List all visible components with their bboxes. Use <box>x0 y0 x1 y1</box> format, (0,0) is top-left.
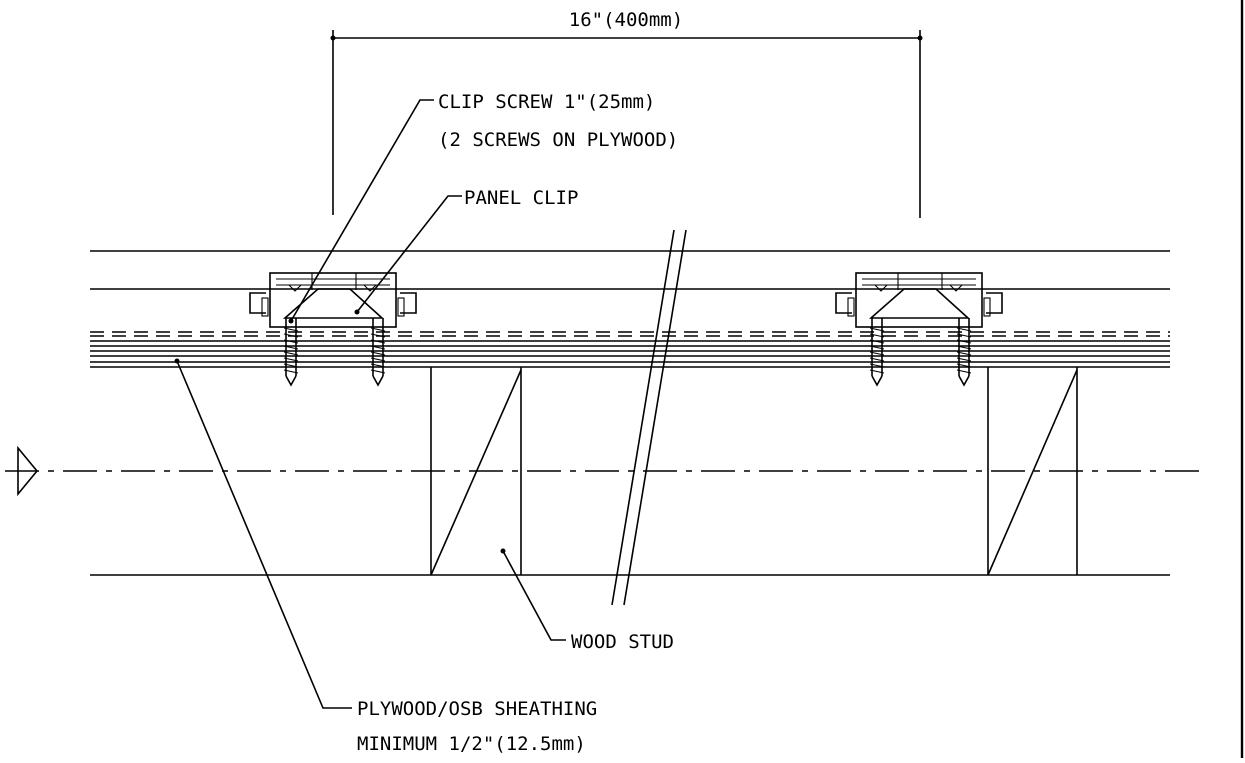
dimension-16in: 16"(400mm) <box>330 9 923 218</box>
sheathing-label-line2: MINIMUM 1/2"(12.5mm) <box>357 733 586 755</box>
centerline <box>5 445 1200 497</box>
panel-clip-left <box>249 272 417 328</box>
wood-stud-label: WOOD STUD <box>571 631 674 653</box>
sheathing-layers <box>90 331 1170 368</box>
clip-screw-right-1 <box>869 318 885 387</box>
clip-screw-left-2 <box>370 318 386 387</box>
callout-panel-clip: PANEL CLIP <box>354 187 578 315</box>
clip-screw-label-line1: CLIP SCREW 1"(25mm) <box>438 91 655 113</box>
dimension-label: 16"(400mm) <box>569 9 683 31</box>
clip-screw-right-2 <box>956 318 972 387</box>
callout-sheathing: PLYWOOD/OSB SHEATHING MINIMUM 1/2"(12.5m… <box>174 358 597 755</box>
callout-wood-stud: WOOD STUD <box>500 548 674 653</box>
clip-screw-label-line2: (2 SCREWS ON PLYWOOD) <box>438 129 678 151</box>
siding-panel <box>90 250 1170 290</box>
sheathing-label-line1: PLYWOOD/OSB SHEATHING <box>357 698 597 720</box>
panel-clip-label: PANEL CLIP <box>464 187 578 209</box>
callout-clip-screw: CLIP SCREW 1"(25mm) (2 SCREWS ON PLYWOOD… <box>288 91 678 324</box>
clip-screw-left-1 <box>283 318 299 387</box>
break-line <box>611 229 687 606</box>
panel-clip-right <box>835 272 1003 328</box>
